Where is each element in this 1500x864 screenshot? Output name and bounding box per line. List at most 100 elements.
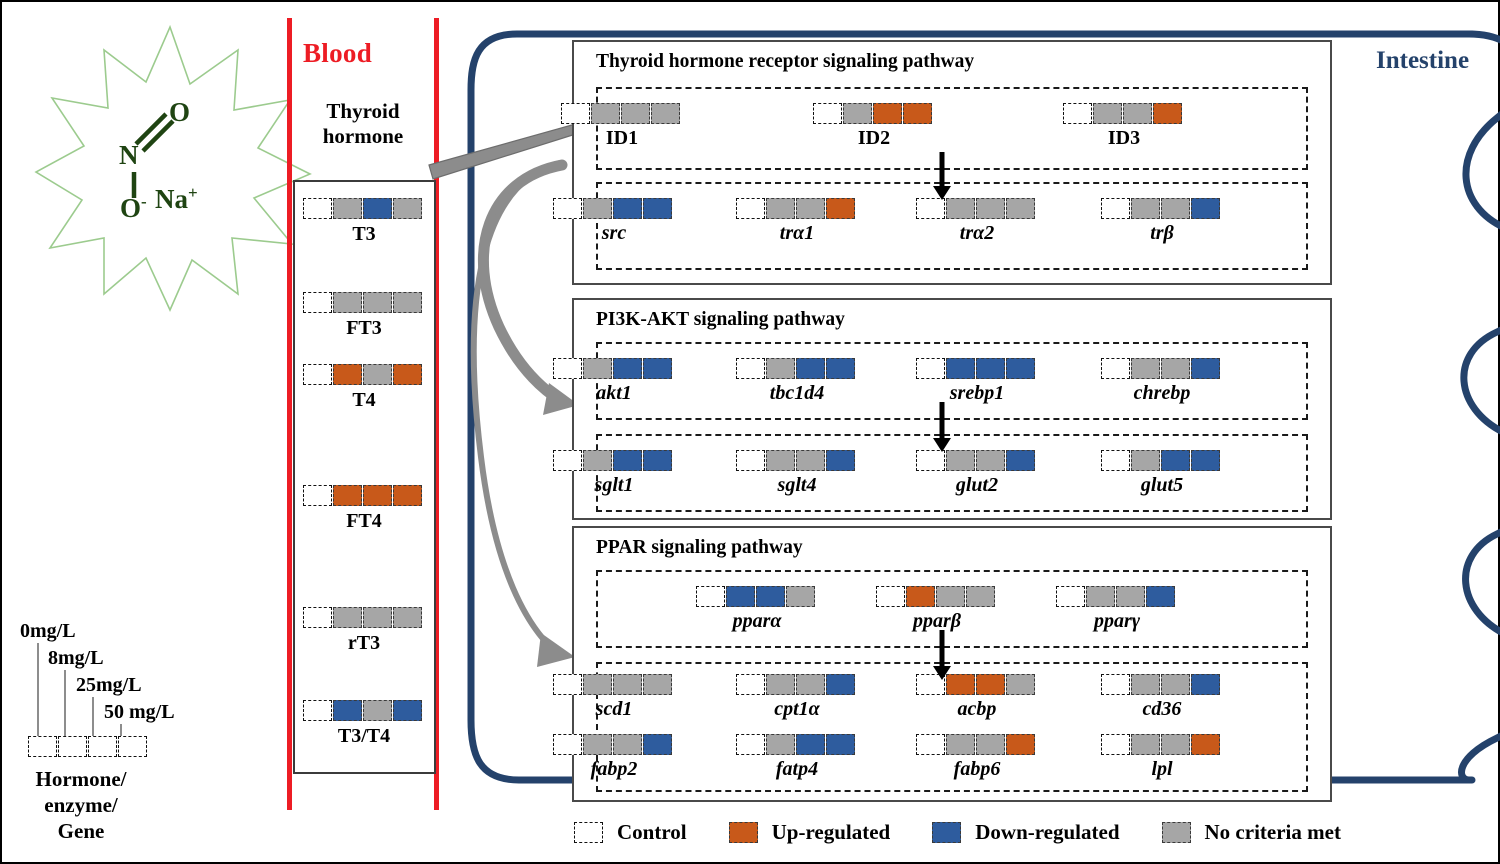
gene-tr-label: trβ	[1150, 222, 1174, 244]
pathway-1-gene-group-2	[596, 182, 1308, 270]
legend-label-none: No criteria met	[1204, 820, 1341, 844]
dose-tick-3	[120, 724, 122, 737]
gene-tbc1d4-swatch-2	[796, 358, 825, 379]
gene-glut5-label: glut5	[1140, 474, 1184, 496]
gene-fabp6-swatch-2	[976, 734, 1005, 755]
gene-akt1-label: akt1	[596, 382, 632, 404]
dose-tick-2	[92, 697, 94, 737]
gene-tr2-swatch-1	[946, 198, 975, 219]
pathway-3-gene-group-1	[596, 570, 1308, 648]
gene-fabp6-swatch-0	[916, 734, 945, 755]
gene-glut5-swatches	[1101, 450, 1220, 471]
gene-tbc1d4-label: tbc1d4	[769, 382, 825, 404]
gene-tr-swatch-2	[1161, 198, 1190, 219]
pathway-title-1: Thyroid hormone receptor signaling pathw…	[596, 51, 975, 72]
gene-cd36-swatch-2	[1161, 674, 1190, 695]
gene-tr2-swatch-3	[1006, 198, 1035, 219]
gene-lpl-swatch-3	[1191, 734, 1220, 755]
gene-cpt1-label: cpt1α	[774, 698, 820, 720]
blood-item-t3t4-label: T3/T4	[337, 725, 391, 747]
dose-legend-caption: Hormone/ enzyme/ Gene	[6, 766, 156, 844]
gene-id2-swatch-0	[813, 103, 842, 124]
pathway-3-downstream-arrow	[933, 630, 951, 680]
legend-swatch-down	[932, 822, 962, 843]
gene-acbp-swatch-0	[916, 674, 945, 695]
gene-lpl-swatches	[1101, 734, 1220, 755]
blood-item-rt3-swatch-3	[393, 607, 422, 628]
blood-item-t4-label: T4	[352, 389, 376, 411]
legend-label-control: Control	[617, 820, 687, 844]
dose-label-0: 0mg/L	[20, 620, 76, 642]
gene-sglt4-swatch-2	[796, 450, 825, 471]
molecule-single-bond	[131, 172, 137, 198]
gene-glut2-swatch-1	[946, 450, 975, 471]
pathway-panel-3	[572, 526, 1332, 802]
gene-sglt4-swatches	[736, 450, 855, 471]
pathway-2-gene-group-1	[596, 342, 1308, 420]
gene-ppar-swatch-3	[966, 586, 995, 607]
blood-item-ft4-swatch-1	[333, 485, 362, 506]
gene-fatp4-swatch-0	[736, 734, 765, 755]
gene-tr1-swatch-1	[766, 198, 795, 219]
gene-fabp6-label: fabp6	[953, 758, 1001, 780]
gene-id2-swatches	[813, 103, 932, 124]
molecule-atom-na: Na+	[155, 183, 198, 215]
legend-swatch-up	[728, 822, 758, 843]
gene-ppar-swatch-1	[906, 586, 935, 607]
gene-fabp2-swatch-2	[613, 734, 642, 755]
gene-tr1-swatch-2	[796, 198, 825, 219]
gene-srebp1-swatches	[916, 358, 1035, 379]
dose-caption-line-1: Hormone/	[35, 767, 127, 791]
gene-id1-swatch-2	[621, 103, 650, 124]
gene-id3-swatch-3	[1153, 103, 1182, 124]
gene-tr-swatches	[1101, 198, 1220, 219]
blood-item-rt3-swatch-1	[333, 607, 362, 628]
blood-item-rt3-swatch-0	[303, 607, 332, 628]
gene-scd1-swatches	[553, 674, 672, 695]
blood-item-t4-swatch-0	[303, 364, 332, 385]
gene-acbp-swatch-1	[946, 674, 975, 695]
gene-scd1-label: scd1	[595, 698, 633, 720]
gene-sglt1-swatch-3	[643, 450, 672, 471]
gene-akt1-swatches	[553, 358, 672, 379]
gene-glut5-swatch-3	[1191, 450, 1220, 471]
blood-title: Blood	[303, 38, 373, 68]
legend-item-control: Control	[574, 820, 687, 845]
gene-fatp4-swatch-1	[766, 734, 795, 755]
blood-item-ft4-swatch-0	[303, 485, 332, 506]
legend-label-up: Up-regulated	[771, 820, 891, 844]
blood-item-t3-swatches	[303, 198, 422, 219]
gene-id2-swatch-3	[903, 103, 932, 124]
blood-item-ft4-swatch-2	[363, 485, 392, 506]
blood-hormone-box	[293, 180, 436, 774]
gene-fabp2-label: fabp2	[590, 758, 638, 780]
gene-glut2-swatches	[916, 450, 1035, 471]
gene-sglt4-swatch-0	[736, 450, 765, 471]
gene-cpt1-swatch-2	[796, 674, 825, 695]
blood-item-ft3-swatches	[303, 292, 422, 313]
blood-item-t3-swatch-2	[363, 198, 392, 219]
gene-ppar-swatch-2	[756, 586, 785, 607]
gene-tr2-swatch-2	[976, 198, 1005, 219]
gene-cd36-swatch-3	[1191, 674, 1220, 695]
thyroid-hormone-label-line-2: hormone	[322, 124, 404, 148]
gene-sglt1-swatch-1	[583, 450, 612, 471]
gene-cpt1-swatches	[736, 674, 855, 695]
gene-id2-label: ID2	[857, 127, 891, 149]
gene-cpt1-swatch-1	[766, 674, 795, 695]
gene-tr2-swatch-0	[916, 198, 945, 219]
thyroid-hormone-group-label: Thyroid hormone	[296, 99, 430, 149]
gene-lpl-swatch-1	[1131, 734, 1160, 755]
gene-scd1-swatch-3	[643, 674, 672, 695]
gene-ppar-swatch-3	[1146, 586, 1175, 607]
pathway-3-gene-group-2	[596, 662, 1308, 792]
gene-lpl-label: lpl	[1151, 758, 1173, 780]
molecule-atom-o-top: O	[169, 97, 191, 127]
gene-srebp1-swatch-0	[916, 358, 945, 379]
molecule-o-symbol: O	[120, 193, 142, 223]
blood-vessel-line-right	[434, 18, 439, 810]
gene-tr1-swatch-0	[736, 198, 765, 219]
gene-chrebp-swatch-0	[1101, 358, 1130, 379]
gene-akt1-swatch-1	[583, 358, 612, 379]
gene-id3-swatch-0	[1063, 103, 1092, 124]
